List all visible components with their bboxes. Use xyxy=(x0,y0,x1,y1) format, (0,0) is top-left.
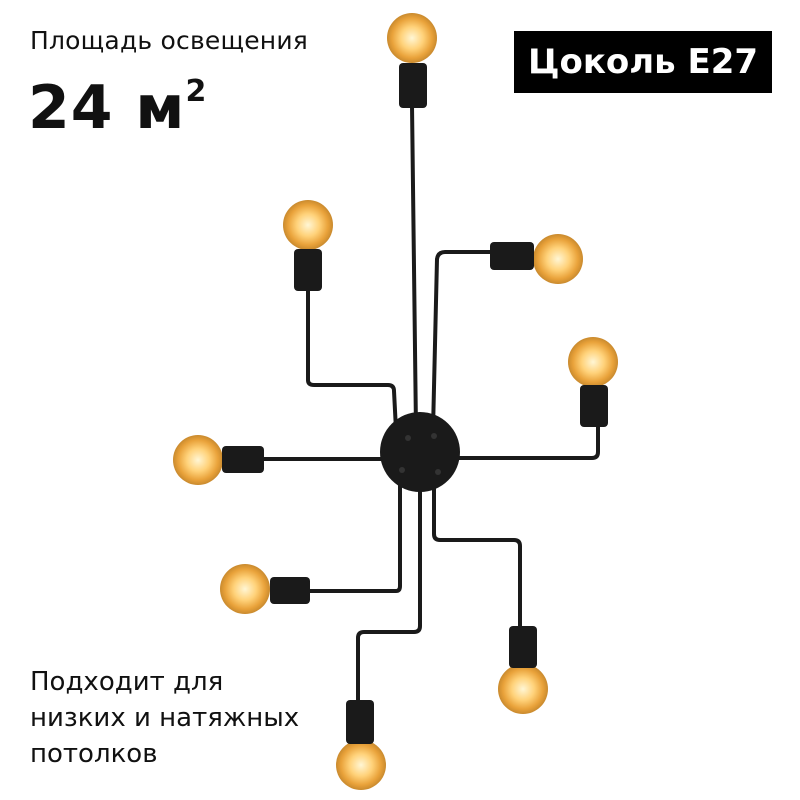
bulb-lower-right xyxy=(498,626,548,714)
bulb-right xyxy=(568,337,618,427)
ceiling-mount xyxy=(380,412,460,492)
area-unit-power: 2 xyxy=(185,74,208,109)
bulb-lower-left xyxy=(220,564,310,614)
note-line-1: Подходит для xyxy=(30,667,224,697)
bulb-left xyxy=(173,435,264,485)
area-number: 24 xyxy=(28,73,114,143)
bulb-top xyxy=(387,13,437,108)
lighting-area-label: Площадь освещения xyxy=(30,26,309,55)
area-unit: м xyxy=(135,73,186,143)
ceiling-suitability-note: Подходит для низких и натяжных потолков xyxy=(30,664,350,772)
note-line-3: потолков xyxy=(30,739,158,769)
lighting-area-value: 24 м2 xyxy=(28,77,207,139)
socket-badge: Цоколь Е27 xyxy=(514,31,772,93)
bulb-upper-left xyxy=(283,200,333,291)
bulb-bottom xyxy=(336,700,386,790)
bulb-upper-right xyxy=(490,234,583,284)
note-line-2: низких и натяжных xyxy=(30,703,300,733)
chandelier-arms xyxy=(260,103,600,702)
